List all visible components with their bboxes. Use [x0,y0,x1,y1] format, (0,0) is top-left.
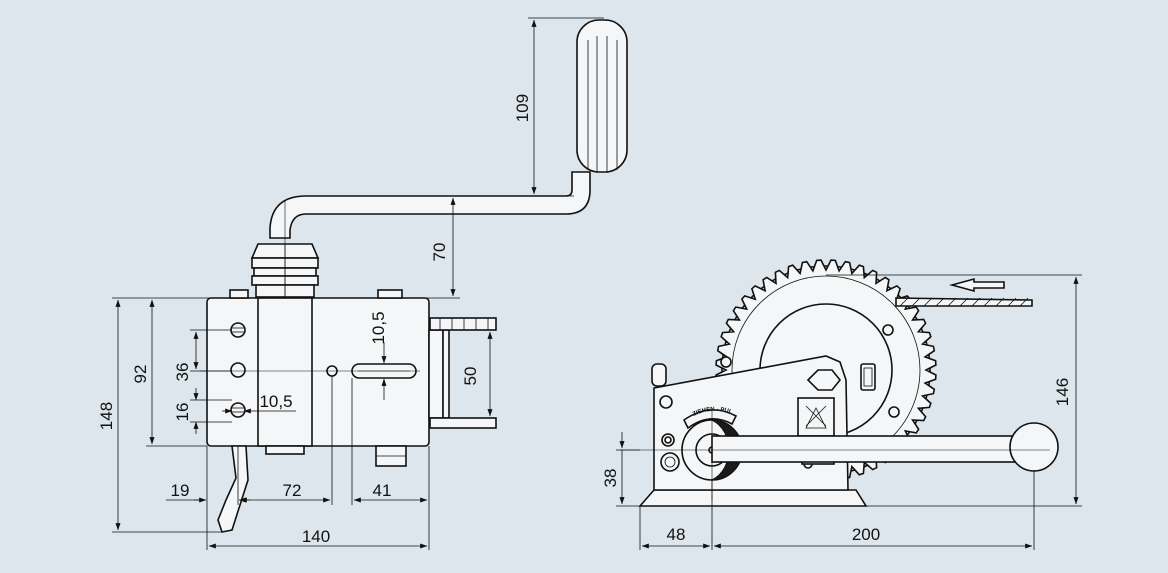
dim-handle-height: 109 [513,17,604,197]
side-view: 109 70 10,5 36 16 [97,17,628,550]
dim-109-label: 109 [513,94,532,122]
dim-plate-height: 92 [131,299,207,447]
front-view: ZIEHEN - PULL 146 38 [0,0,1082,550]
dim-total-width: 140 [208,527,428,549]
dim-92-label: 92 [131,365,150,384]
dim-drum-width: 50 [461,331,493,417]
warning-label [797,397,835,437]
dim-hole-spacing-upper: 36 [173,329,232,382]
dim-19-label: 19 [171,481,190,500]
release-lever [217,445,249,533]
dim-38-label: 38 [601,469,620,488]
dim-72-label: 72 [283,481,302,500]
dim-50-label: 50 [461,367,480,386]
dim-front-total-height: 146 [826,274,1082,507]
dim-140-label: 140 [302,527,330,546]
dim-146-label: 146 [1053,378,1072,406]
base-plate [638,489,868,507]
dim-crank-offset: 70 [312,197,460,299]
dim-148-label: 148 [97,402,116,430]
dim-200-label: 200 [852,525,880,544]
dim-70-label: 70 [430,243,449,262]
dim-hole-span: 72 [239,481,331,503]
dim-slot-width: 10,5 [222,392,296,414]
dim-16-label: 16 [173,403,192,422]
dim-hole-spacing-lower: 16 [173,388,232,434]
dim-axle-height: 38 [601,432,640,507]
dim-base-offset: 48 [641,525,711,549]
dim-41-label: 41 [373,481,392,500]
dim-48-label: 48 [667,525,686,544]
drum-side [428,317,497,429]
dim-36-label: 36 [173,363,192,382]
dim-10-5-vertical-label: 10,5 [369,311,388,344]
dim-slot-height: 10,5 [369,311,388,400]
front-handle [711,422,1059,472]
side-plate [206,289,430,467]
rope [895,277,1033,307]
ratchet-pins [660,433,680,472]
dim-10-5-horizontal-label: 10,5 [259,392,292,411]
dim-hole-to-edge: 41 [353,481,428,503]
dim-handle-reach: 200 [713,525,1033,549]
pull-direction-arrow [948,277,1005,293]
dim-total-height: 148 [97,297,230,533]
